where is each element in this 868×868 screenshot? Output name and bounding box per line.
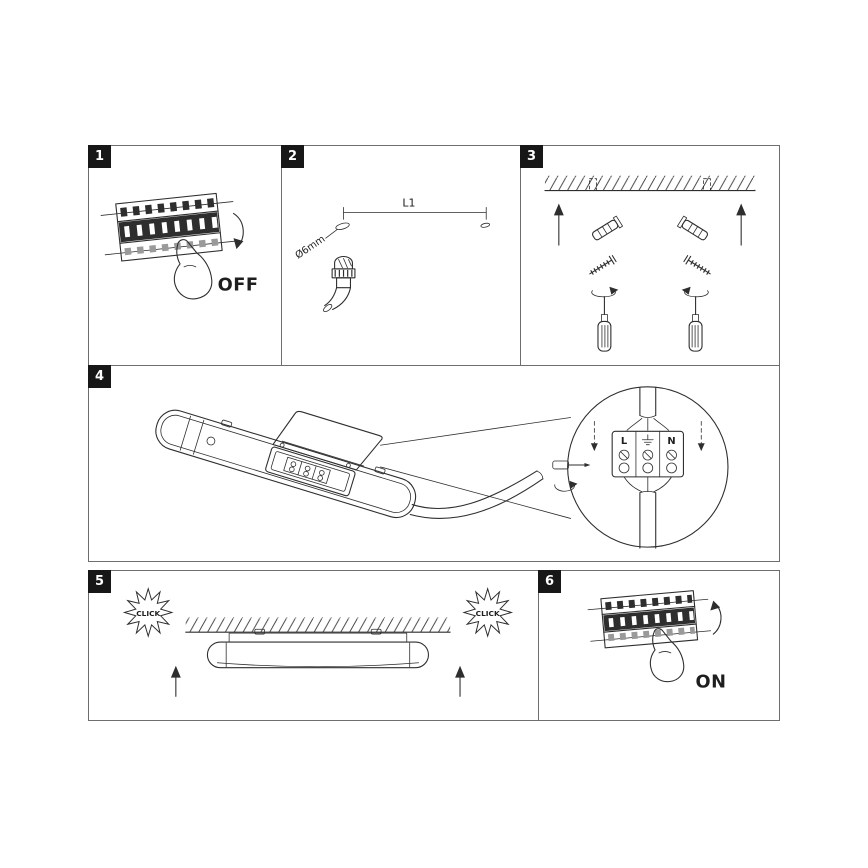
rotate-down-arrowhead	[233, 238, 244, 250]
click-burst-left: CLICK	[124, 588, 173, 637]
step-panel-1: 1 OFF	[88, 145, 282, 366]
step-panel-4: 4	[88, 365, 780, 562]
terminal-detail-circle: L N	[567, 386, 729, 549]
step-1-illustration: OFF	[100, 192, 259, 300]
wall-plug-icon	[592, 215, 623, 241]
leader-line	[325, 228, 338, 239]
drill-hole-icon	[335, 222, 350, 230]
zoom-line-bottom	[380, 466, 571, 519]
step-panel-5: 5	[88, 570, 539, 721]
ceiling-hatch	[185, 617, 451, 633]
fixture-drawing	[155, 409, 417, 519]
mains-cable	[411, 470, 538, 510]
step-3-badge: 3	[520, 145, 543, 168]
step-4-illustration: L N	[155, 386, 729, 549]
drill-diameter-label: Ø6mm	[293, 233, 327, 262]
cable-gland-drawing	[323, 255, 356, 312]
wire-l	[626, 418, 643, 431]
step-6-illustration: ON	[587, 590, 727, 692]
wire-n	[653, 418, 669, 431]
step-2-illustration: L1 Ø6mm	[293, 196, 491, 312]
clip-right	[374, 466, 386, 475]
drill-hole-right	[703, 178, 711, 191]
terminal-block-small	[283, 456, 331, 484]
screwdriver-icon	[552, 460, 591, 470]
screw-icon	[589, 255, 617, 275]
click-label-right: CLICK	[476, 609, 500, 618]
zoom-line-top	[380, 417, 571, 446]
earth-symbol-icon	[641, 434, 654, 446]
fixture-mounted-drawing	[206, 628, 429, 669]
step-6-badge: 6	[538, 570, 561, 593]
click-burst-right: CLICK	[463, 588, 512, 637]
mounting-hardware-group	[553, 203, 623, 352]
click-label-left: CLICK	[136, 609, 160, 618]
knuckle-line	[658, 651, 672, 654]
pointing-hand-icon	[649, 628, 685, 683]
fixture-screw-icon	[206, 436, 216, 446]
cable-end-icon	[480, 222, 491, 228]
step-panel-2: 2 L1 Ø6mm	[281, 145, 521, 366]
step-5-badge: 5	[88, 570, 111, 593]
breaker-strip-drawing	[587, 590, 712, 649]
open-lid-drawing	[272, 410, 383, 471]
up-arrow-icon	[553, 203, 564, 216]
step-panel-3: 3	[520, 145, 780, 366]
on-label: ON	[696, 672, 727, 692]
cable-length-dimension	[343, 207, 487, 220]
screwdriver-icon	[597, 296, 612, 352]
rotate-icon	[591, 290, 616, 298]
drill-hole-left	[589, 178, 597, 191]
cable-label: L1	[402, 196, 415, 209]
terminal-compartment	[265, 446, 356, 497]
ceiling-hatch	[544, 175, 756, 191]
breaker-strip-drawing	[100, 192, 238, 262]
clip-left	[221, 419, 233, 428]
knuckle-line	[183, 265, 197, 268]
terminal-l-label: L	[621, 436, 628, 447]
pointing-hand-icon	[173, 239, 213, 300]
step-panel-6: 6 ON	[538, 570, 780, 721]
off-label: OFF	[218, 275, 259, 296]
step-5-illustration: CLICK CLICK	[124, 588, 512, 697]
step-4-badge: 4	[88, 365, 111, 388]
step-1-badge: 1	[88, 145, 111, 168]
rotate-icon	[554, 484, 575, 492]
step-3-illustration	[544, 175, 756, 365]
step-2-badge: 2	[281, 145, 304, 168]
rotate-up-arrowhead	[710, 600, 721, 611]
terminal-n-label: N	[667, 436, 675, 447]
mounting-hardware-mirrored	[677, 203, 746, 351]
